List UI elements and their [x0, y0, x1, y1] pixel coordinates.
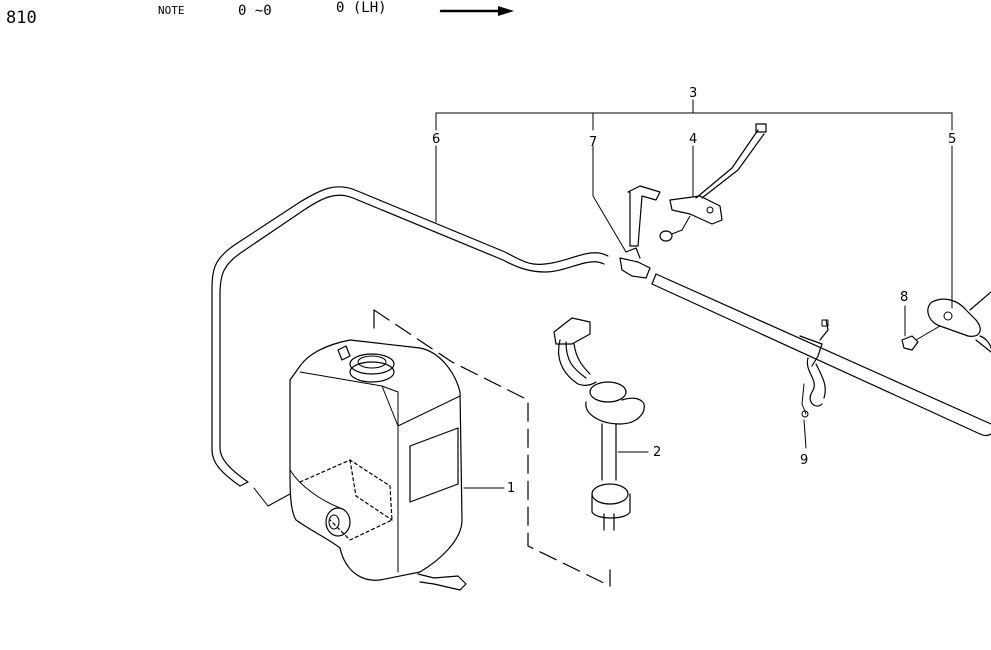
callout-1: 1 — [507, 481, 515, 496]
callout-3: 3 — [689, 86, 697, 101]
callout-9: 9 — [800, 453, 808, 468]
short-bent-hose — [627, 185, 661, 247]
direction-arrow-icon — [439, 6, 514, 16]
callout-bracket — [435, 99, 953, 131]
washer-nozzle-5 — [927, 145, 991, 353]
hose-joint-7 — [592, 145, 651, 279]
range-text: 0 ∼0 — [238, 3, 272, 19]
washer-tank-1 — [289, 309, 611, 591]
callout-2: 2 — [653, 445, 661, 460]
washer-hose-right — [651, 273, 991, 437]
side-text: 0 (LH) — [336, 0, 387, 16]
callout-6: 6 — [432, 132, 440, 147]
callout-4: 4 — [689, 132, 697, 147]
callout-8: 8 — [900, 290, 908, 305]
washer-pump-2 — [553, 317, 649, 531]
harness-9 — [799, 319, 829, 449]
washer-hose-6 — [211, 145, 609, 507]
washer-nozzle-4 — [659, 123, 767, 242]
note-label: NOTE — [158, 4, 185, 17]
callout-7: 7 — [589, 135, 597, 150]
page-number: 810 — [6, 8, 37, 28]
callout-5: 5 — [948, 132, 956, 147]
clip-8 — [901, 305, 941, 351]
